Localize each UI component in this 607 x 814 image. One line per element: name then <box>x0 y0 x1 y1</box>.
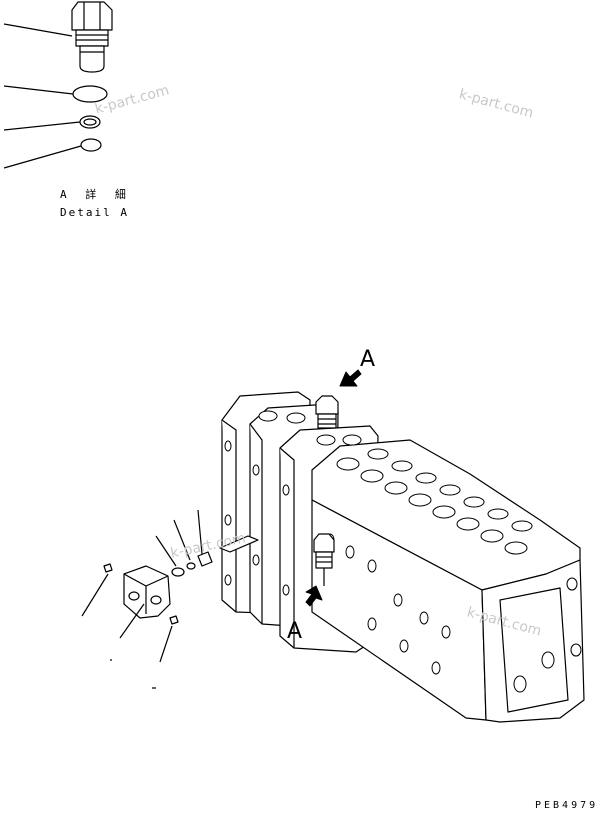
backup-ring <box>79 115 101 129</box>
view-label-a-bottom: A <box>287 619 303 644</box>
view-arrow-bottom <box>305 585 323 607</box>
leader-line-plug <box>3 23 73 37</box>
relief-plug-top <box>315 395 339 429</box>
view-arrow-top <box>339 369 362 387</box>
leader-line-oring-large <box>3 85 74 95</box>
detail-a-group <box>3 1 113 169</box>
view-label-a-top: A <box>360 347 376 372</box>
side-port-holes <box>224 440 582 693</box>
relief-plug-bottom <box>313 533 335 586</box>
o-ring-small <box>80 138 102 152</box>
top-port-bosses <box>258 410 533 555</box>
detail-a-title-jp: A 詳 細 <box>60 188 132 201</box>
leader-line-backup-ring <box>3 121 81 131</box>
control-valve-assembly <box>81 369 585 723</box>
exploded-cap-assembly <box>103 535 259 625</box>
detail-a-title-en: Detail A <box>60 206 129 219</box>
drawing-code: PEB4979 <box>535 800 599 811</box>
exploded-leader-lines <box>81 509 203 689</box>
plug-part <box>71 1 113 73</box>
leader-line-oring-small <box>3 145 82 169</box>
